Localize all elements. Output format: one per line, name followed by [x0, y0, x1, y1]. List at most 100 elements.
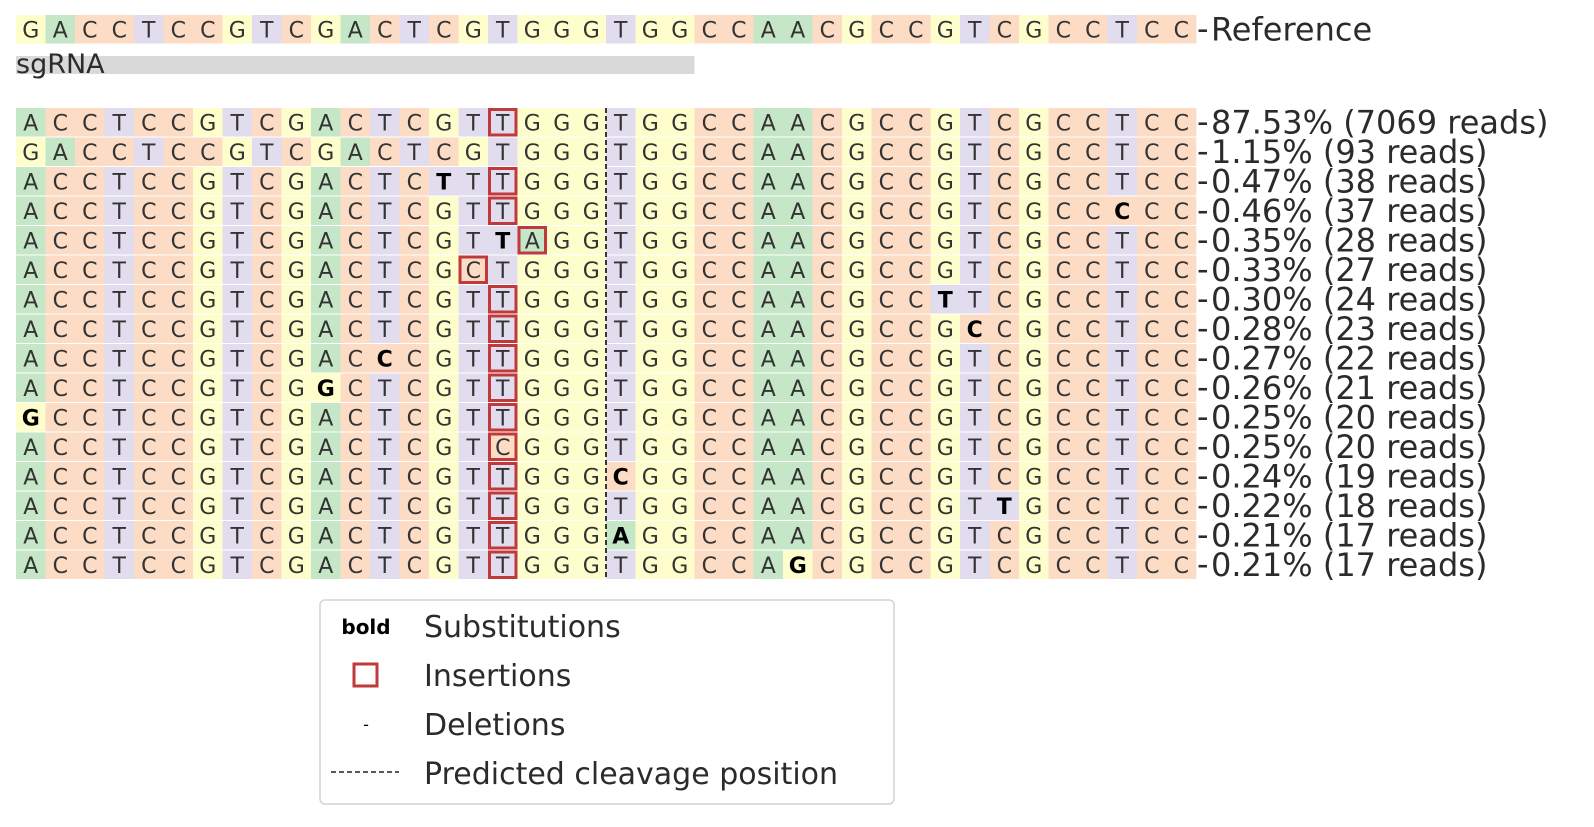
allele-base: C [141, 495, 156, 520]
allele-cell [1048, 550, 1079, 579]
allele-cell [1019, 255, 1049, 284]
allele-base: C [997, 288, 1012, 313]
allele-cell [547, 462, 577, 491]
allele-base: G [583, 524, 600, 549]
allele-base: T [377, 436, 392, 461]
reference-base: G [465, 18, 482, 43]
reference-base: T [141, 18, 156, 43]
allele-cell [960, 285, 990, 314]
allele-cell [871, 285, 902, 314]
allele-base: T [967, 436, 982, 461]
allele-cell [930, 285, 961, 314]
allele-base: C [908, 200, 923, 225]
allele-base: G [848, 377, 865, 402]
allele-base: A [23, 377, 38, 402]
allele-cell [1078, 521, 1108, 550]
allele-cell [458, 550, 489, 579]
reference-cell [75, 15, 105, 44]
allele-cell [1048, 432, 1079, 461]
allele-base: C [702, 347, 717, 372]
allele-cell [1166, 550, 1197, 579]
allele-base: G [848, 229, 865, 254]
allele-cell [871, 491, 902, 520]
allele-base: C [141, 554, 156, 579]
allele-label: 0.35% (28 reads) [1211, 221, 1487, 259]
allele-cell [1107, 108, 1138, 137]
allele-cell [576, 196, 607, 225]
allele-cell [399, 432, 430, 461]
allele-insertion-box [488, 344, 518, 373]
allele-base: T [466, 495, 481, 520]
reference-base: C [1174, 18, 1189, 43]
allele-base: T [495, 229, 510, 254]
allele-label: 0.21% (17 reads) [1211, 546, 1487, 584]
allele-cell [458, 462, 489, 491]
allele-base: C [908, 141, 923, 166]
allele-base: C [702, 111, 717, 136]
allele-cell [16, 226, 46, 255]
allele-base: A [790, 229, 805, 254]
allele-base: C [702, 465, 717, 490]
allele-cell [429, 521, 459, 550]
allele-cell [193, 167, 223, 196]
allele-base: C [820, 377, 835, 402]
allele-cell [399, 167, 430, 196]
allele-cell [281, 550, 312, 579]
allele-cell [193, 403, 223, 432]
allele-cell [193, 226, 223, 255]
allele-base: C [820, 141, 835, 166]
allele-cell [606, 521, 636, 550]
reference-cell [753, 15, 784, 44]
allele-base: T [466, 406, 481, 431]
allele-base: G [524, 406, 541, 431]
allele-base: T [938, 288, 953, 313]
allele-base: T [112, 524, 127, 549]
allele-cell [1166, 285, 1197, 314]
allele-base: C [1056, 229, 1071, 254]
allele-base: A [761, 495, 776, 520]
allele-insertion-box [488, 432, 518, 461]
allele-cell [724, 167, 754, 196]
allele-base: C [82, 436, 97, 461]
allele-cell [340, 314, 371, 343]
allele-cell [429, 167, 459, 196]
allele-cell [901, 462, 931, 491]
allele-cell [163, 491, 194, 520]
allele-base: G [435, 406, 452, 431]
allele-label: 0.27% (22 reads) [1211, 339, 1487, 377]
allele-cell [193, 462, 223, 491]
allele-cell [1019, 491, 1049, 520]
allele-base: C [908, 465, 923, 490]
allele-base: A [761, 436, 776, 461]
allele-cell [134, 344, 164, 373]
allele-cell [517, 226, 548, 255]
allele-cell [812, 491, 843, 520]
allele-cell [724, 285, 754, 314]
allele-cell [163, 344, 194, 373]
allele-base: G [671, 347, 688, 372]
allele-base: A [790, 170, 805, 195]
allele-base: G [553, 347, 570, 372]
allele-cell [1019, 137, 1049, 166]
allele-cell [16, 403, 46, 432]
allele-base: G [199, 111, 216, 136]
allele-base: A [761, 141, 776, 166]
allele-base: C [1114, 200, 1130, 225]
allele-base: T [967, 377, 982, 402]
allele-cell [960, 521, 990, 550]
allele-base: C [1085, 318, 1100, 343]
reference-base: G [317, 18, 334, 43]
allele-base: A [23, 495, 38, 520]
allele-base: C [1085, 288, 1100, 313]
allele-insertion-box [458, 255, 488, 284]
sgrna-bar [16, 56, 695, 74]
allele-cell [193, 344, 223, 373]
allele-cell [1019, 344, 1049, 373]
allele-base: G [1025, 436, 1042, 461]
allele-base: C [348, 229, 363, 254]
allele-cell [281, 373, 312, 402]
allele-cell [75, 373, 105, 402]
reference-base: A [53, 18, 68, 43]
allele-cell [635, 314, 666, 343]
allele-base: T [967, 495, 982, 520]
